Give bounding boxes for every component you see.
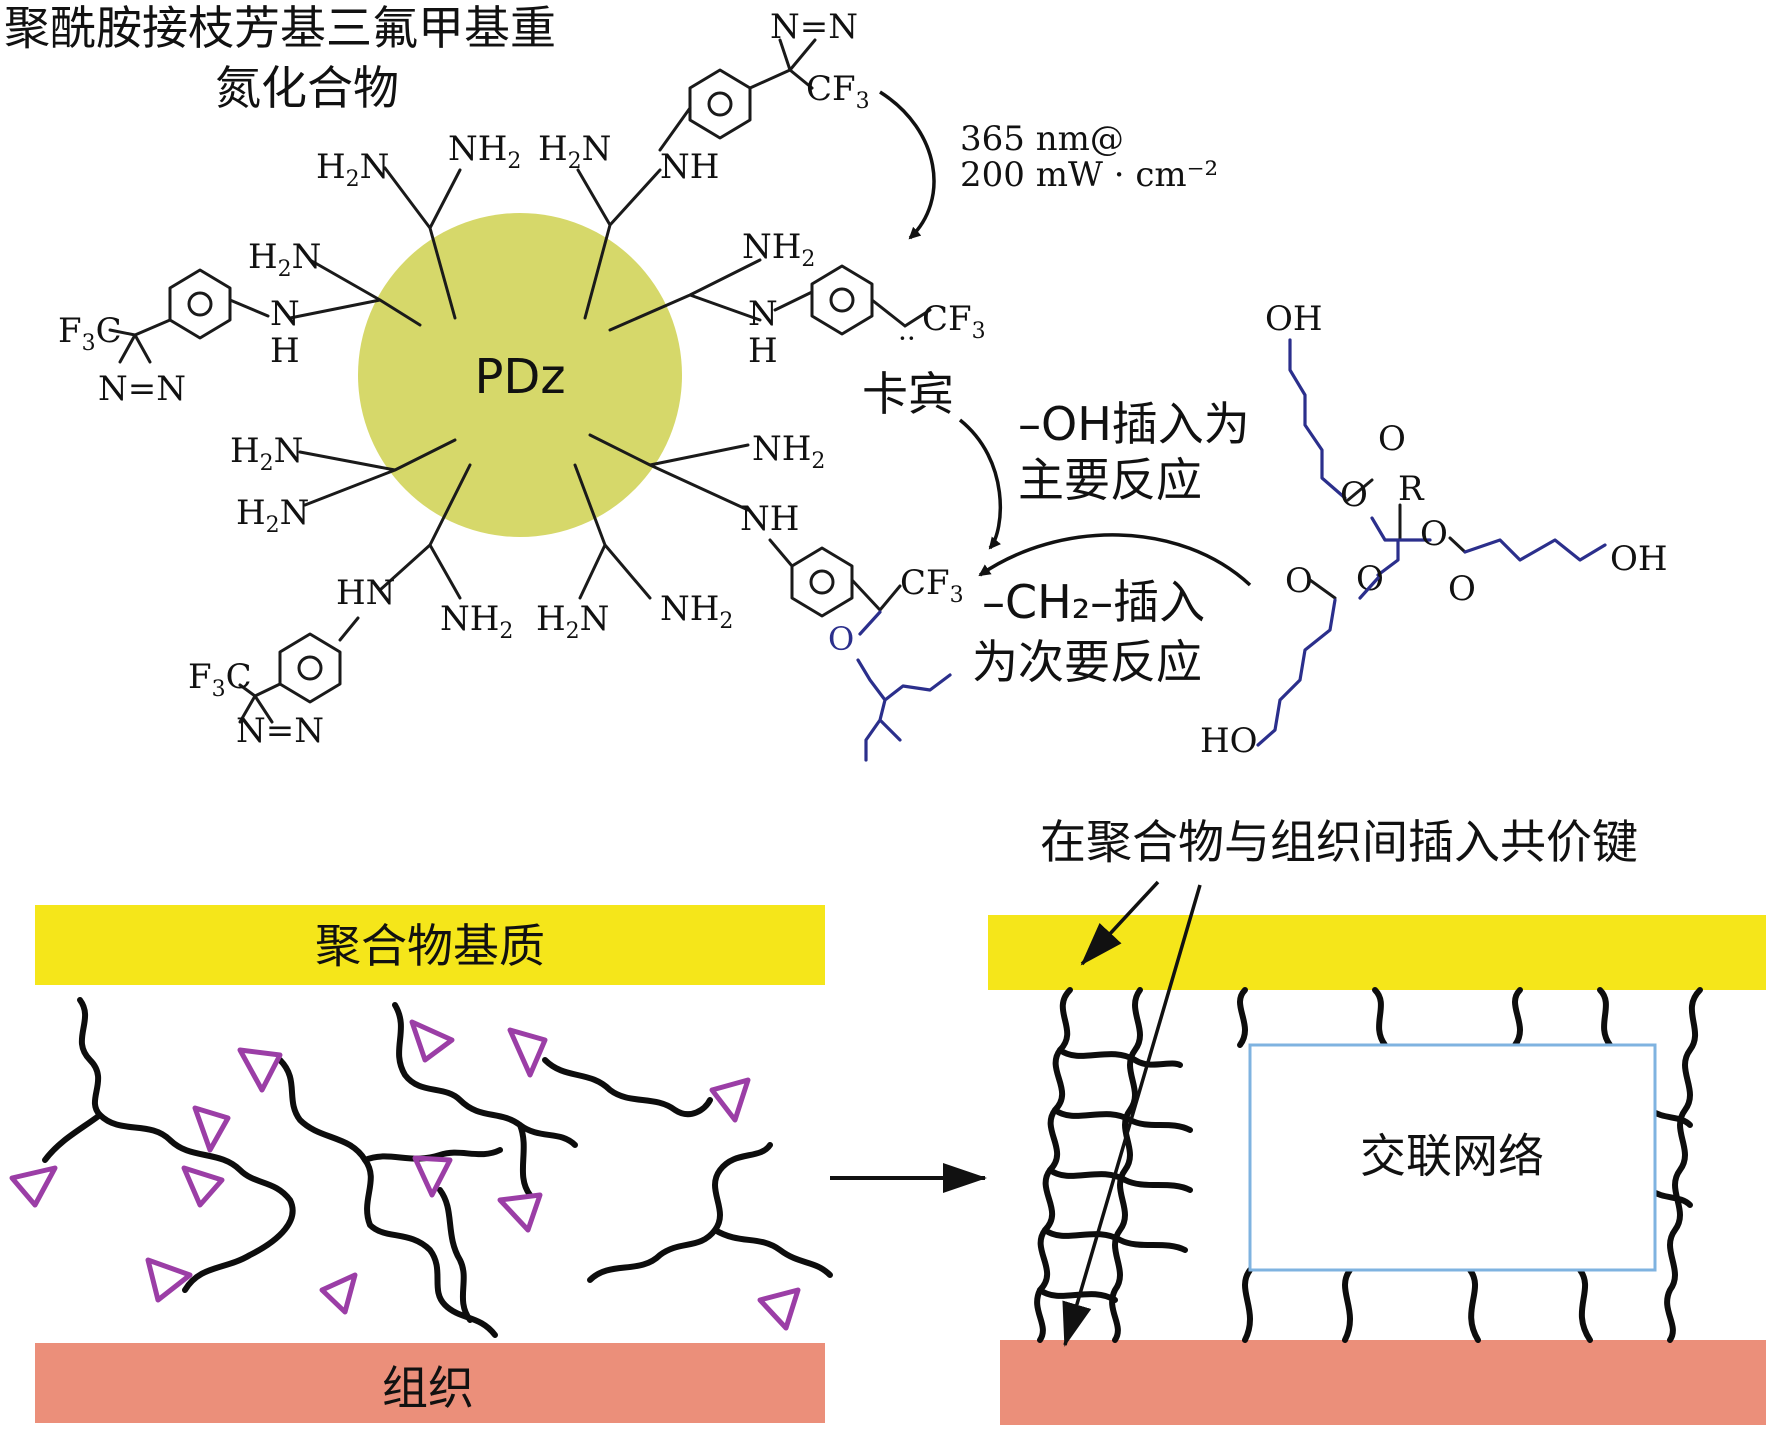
crosslinked-network-box	[1248, 1043, 1657, 1272]
svg-text:OH: OH	[1265, 299, 1323, 339]
title-line1: 聚酰胺接枝芳基三氟甲基重	[4, 1, 556, 55]
svg-text:NH2: NH2	[440, 599, 513, 644]
carbene-label: 卡宾	[862, 367, 954, 421]
svg-text:NH: NH	[740, 499, 799, 539]
svg-text:N: N	[270, 294, 300, 334]
carbene-arrow	[958, 418, 1003, 550]
polymer-matrix-bar	[35, 905, 825, 985]
svg-text:H2N: H2N	[230, 431, 303, 476]
core-label: PDz	[474, 349, 565, 405]
svg-text:O: O	[1378, 419, 1406, 459]
svg-text:O: O	[1420, 514, 1448, 554]
svg-text:N=N: N=N	[770, 7, 858, 47]
ch2-insert-line2: 为次要反应	[972, 635, 1202, 689]
svg-text:H2N: H2N	[248, 237, 321, 282]
svg-text:F3C: F3C	[188, 657, 252, 702]
svg-text:HO: HO	[1200, 721, 1258, 761]
ch2-insert-line1: –CH₂–插入	[982, 575, 1205, 629]
dendrimer-arms	[288, 166, 762, 600]
svg-text:N=N: N=N	[236, 711, 324, 751]
svg-text:O: O	[1285, 561, 1313, 601]
svg-text:NH: NH	[660, 147, 719, 187]
aryl-diazirine-bottom: F3C N=N	[188, 616, 360, 751]
svg-text:O: O	[828, 620, 854, 658]
conditions-line1: 365 nm@	[960, 119, 1124, 159]
pdz-core	[358, 213, 682, 537]
polymer-matrix-bar-right	[988, 915, 1766, 990]
callout-arrow-tissue	[1062, 884, 1202, 1347]
svg-text:R: R	[1398, 469, 1425, 509]
svg-text:N: N	[748, 294, 778, 334]
svg-text:··: ··	[898, 322, 916, 355]
network-label: 交联网络	[1360, 1129, 1544, 1183]
svg-text:F3C: F3C	[58, 311, 122, 356]
callout-arrow-matrix	[1080, 880, 1160, 966]
title-line2: 氮化合物	[215, 61, 399, 115]
svg-text:H2N: H2N	[236, 493, 309, 538]
svg-text:NH2: NH2	[742, 227, 815, 272]
aryl-ether-product: CF3 O	[768, 538, 964, 762]
svg-text:O: O	[1340, 475, 1368, 515]
svg-text:H: H	[270, 331, 300, 371]
matrix-label: 聚合物基质	[315, 919, 545, 973]
svg-text:H: H	[748, 331, 778, 371]
svg-text:NH2: NH2	[448, 129, 521, 174]
svg-text:O: O	[1448, 569, 1476, 609]
covalent-label: 在聚合物与组织间插入共价键	[1040, 815, 1638, 869]
svg-text:CF3: CF3	[806, 69, 870, 114]
polyol-molecule: OH O O R O O OH O O HO	[1200, 299, 1668, 761]
irradiation-arrow	[879, 90, 936, 240]
svg-text:H2N: H2N	[536, 599, 609, 644]
aryl-carbene-right: CF3 ·· 卡宾	[773, 264, 986, 421]
oh-insert-line2: 主要反应	[1018, 453, 1202, 507]
oh-insert-line1: –OH插入为	[1018, 397, 1250, 451]
svg-text:N=N: N=N	[98, 369, 186, 409]
tissue-bar-left	[35, 1343, 825, 1423]
insertion-arrow	[978, 533, 1252, 587]
diazirine-triangles	[9, 1019, 801, 1331]
svg-text:H2N: H2N	[538, 129, 611, 174]
svg-text:HN: HN	[336, 573, 395, 613]
svg-text:NH2: NH2	[752, 429, 825, 474]
polymer-chains-left	[42, 997, 833, 1338]
svg-text:H2N: H2N	[316, 147, 389, 192]
conditions-line2: 200 mW · cm⁻²	[960, 155, 1218, 195]
svg-text:CF3: CF3	[922, 299, 986, 344]
svg-text:OH: OH	[1610, 539, 1668, 579]
svg-text:CF3: CF3	[900, 563, 964, 608]
tissue-bar-right	[1000, 1340, 1766, 1425]
svg-text:NH2: NH2	[660, 589, 733, 634]
svg-text:O: O	[1356, 559, 1384, 599]
tissue-label: 组织	[382, 1361, 474, 1415]
aryl-diazirine-top: N=N CF3	[658, 7, 870, 152]
aryl-diazirine-left: F3C N=N	[58, 268, 270, 409]
amine-labels: H2N NH2 H2N NH H2N N H NH2 N H H2N H2N N…	[230, 129, 825, 644]
